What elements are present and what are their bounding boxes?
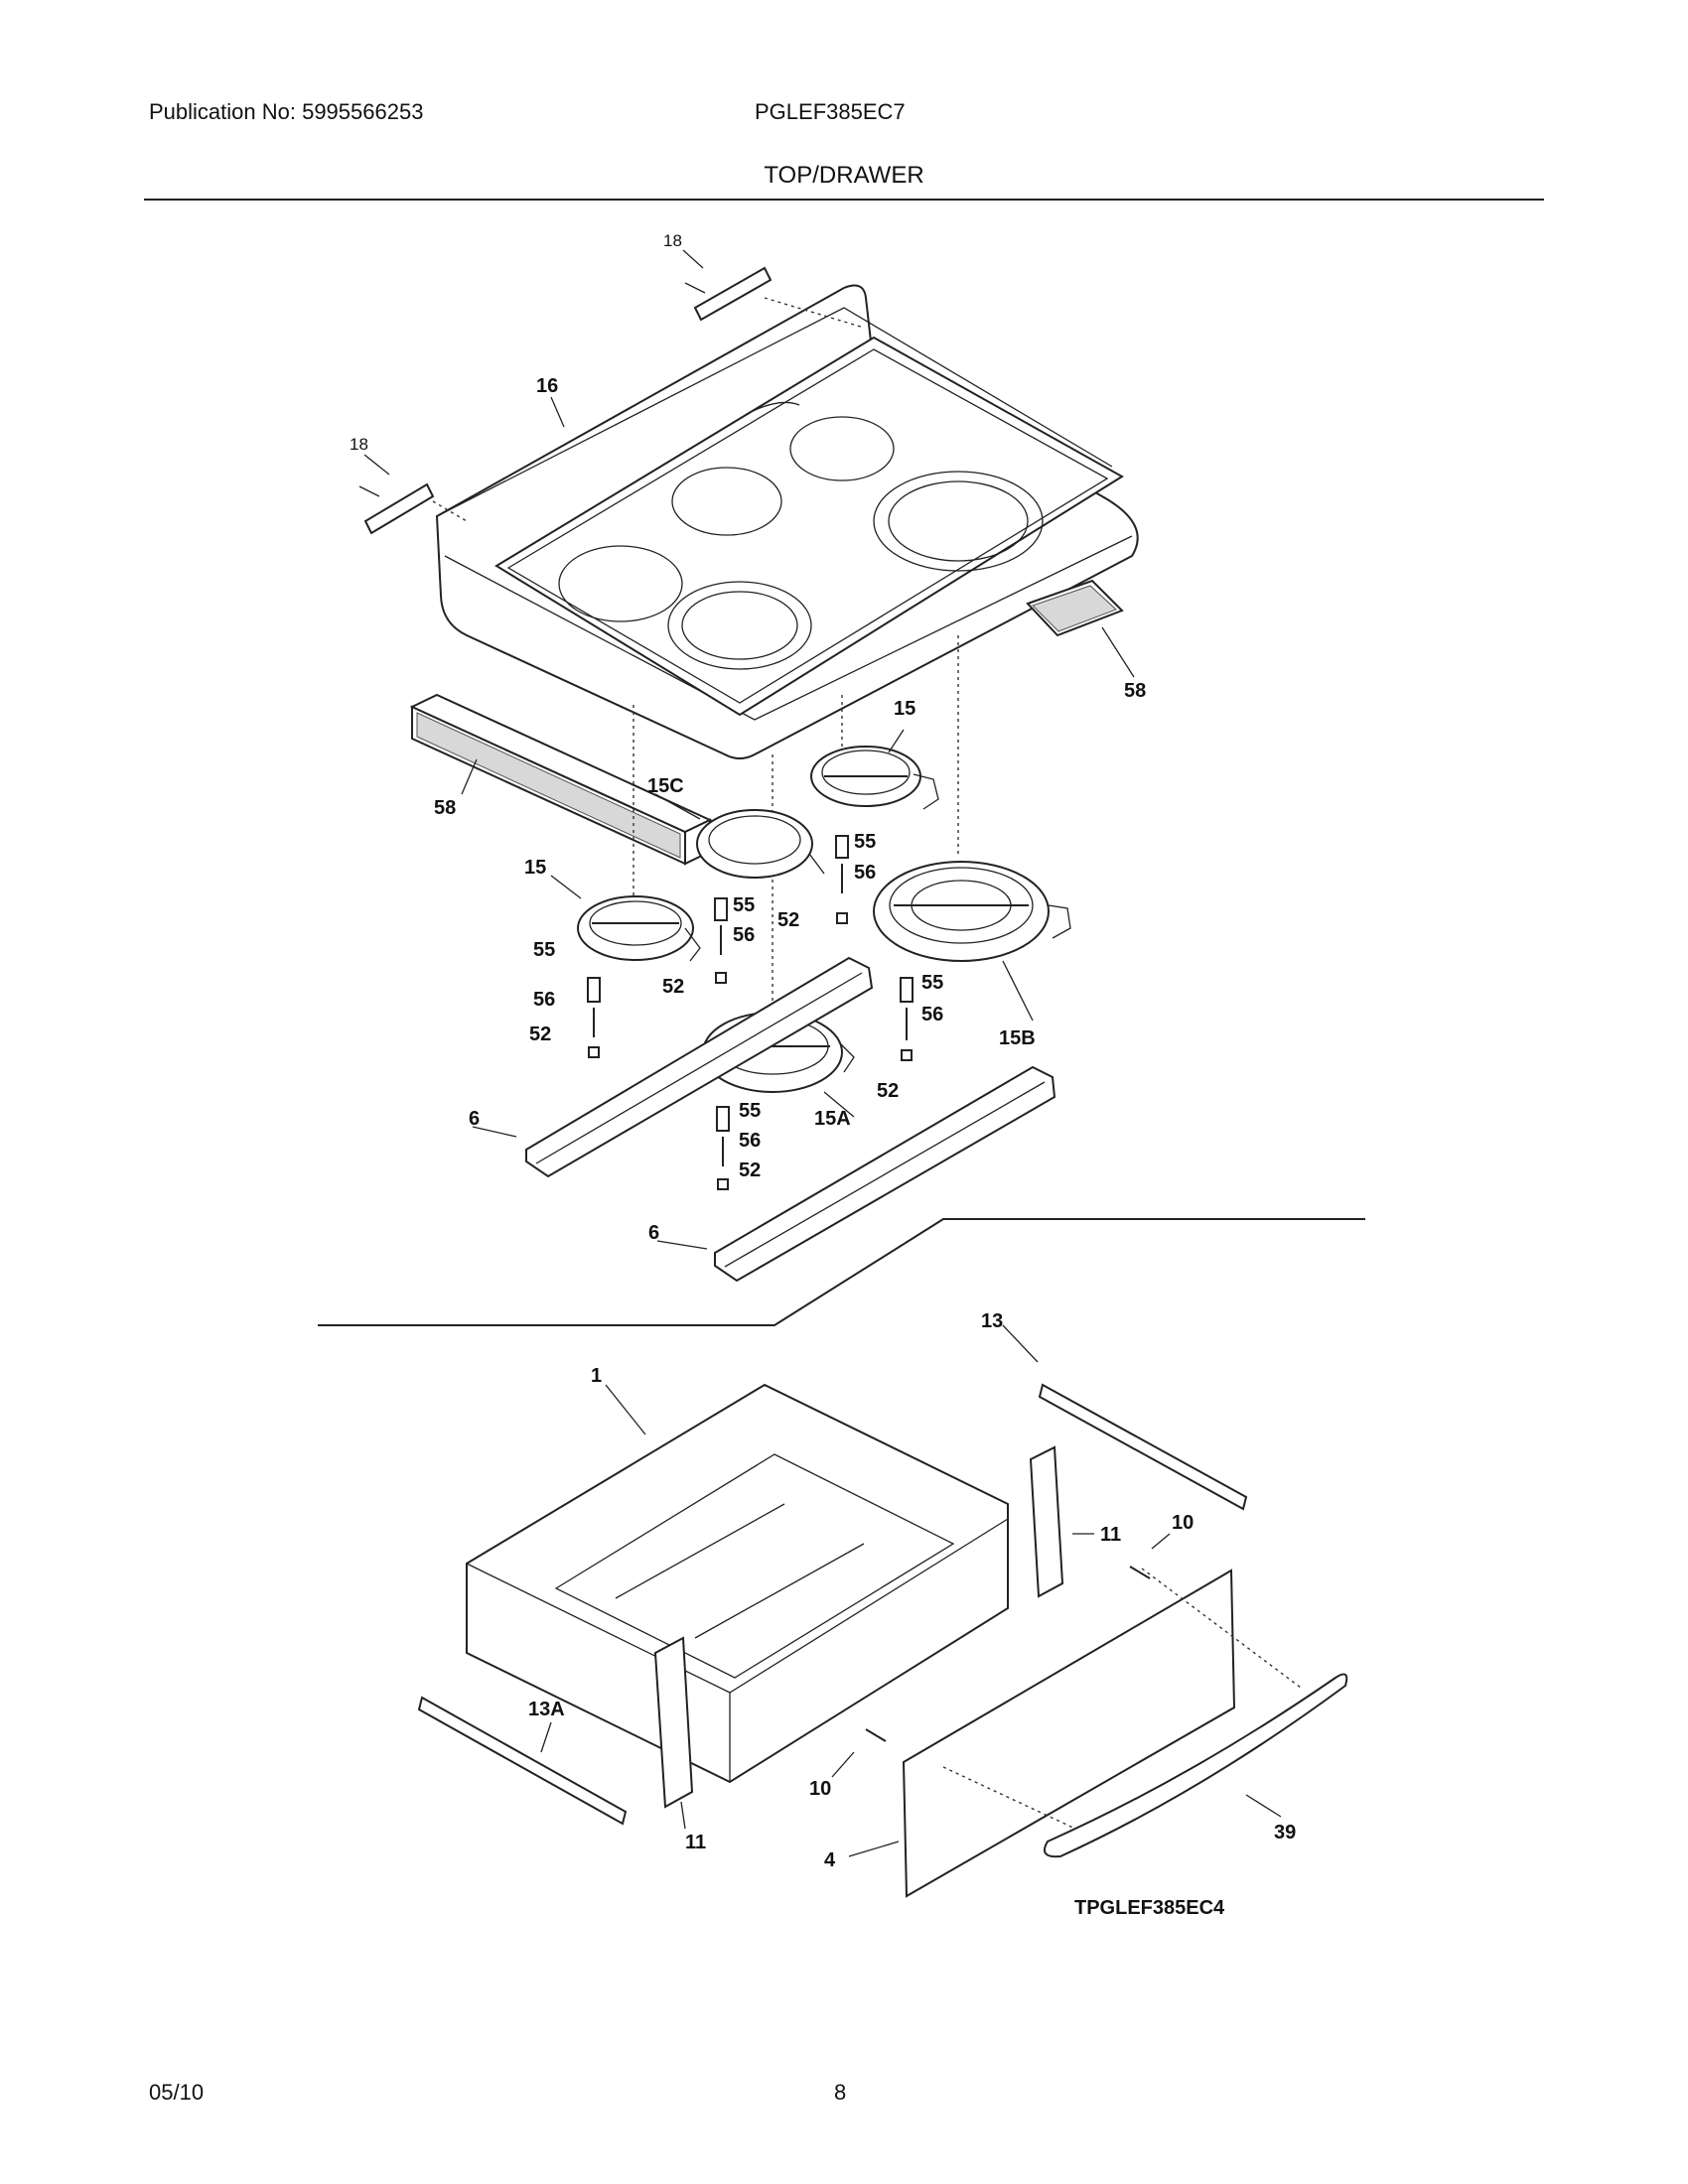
element-15c bbox=[696, 809, 825, 879]
section-separator bbox=[318, 1218, 1365, 1326]
callout-6: 6 bbox=[648, 1222, 659, 1244]
callout-55: 55 bbox=[921, 972, 943, 994]
drawer-body bbox=[466, 1383, 1009, 1784]
callout-11: 11 bbox=[685, 1832, 706, 1853]
section-title: TOP/DRAWER bbox=[764, 162, 924, 189]
drawer-slide-13a bbox=[417, 1696, 628, 1826]
callout-18: 18 bbox=[350, 435, 368, 454]
drawer-slide-13 bbox=[1038, 1383, 1248, 1511]
slide-bracket-11-left bbox=[653, 1636, 694, 1809]
callout-56: 56 bbox=[739, 1130, 761, 1152]
support-channel-6-lower bbox=[714, 1065, 1056, 1283]
callout-15: 15 bbox=[524, 857, 546, 879]
callout-52: 52 bbox=[529, 1024, 551, 1045]
callout-56: 56 bbox=[854, 862, 876, 884]
callout-15c: 15C bbox=[647, 775, 684, 797]
callout-11: 11 bbox=[1100, 1524, 1121, 1546]
callout-6: 6 bbox=[469, 1108, 480, 1130]
screw-10-right bbox=[1129, 1566, 1151, 1579]
callout-13a: 13A bbox=[528, 1699, 565, 1720]
callout-55: 55 bbox=[739, 1100, 761, 1122]
bracket-18-left bbox=[358, 482, 468, 535]
callout-15: 15 bbox=[894, 698, 915, 720]
callout-55: 55 bbox=[533, 939, 555, 961]
callout-58: 58 bbox=[434, 797, 456, 819]
bracket-18-rear bbox=[684, 266, 865, 329]
callout-13: 13 bbox=[981, 1310, 1003, 1332]
publication-number: Publication No: 5995566253 bbox=[149, 99, 424, 124]
callout-56: 56 bbox=[921, 1004, 943, 1025]
callout-58: 58 bbox=[1124, 680, 1146, 702]
element-15-rear-right bbox=[810, 746, 939, 810]
page-number: 8 bbox=[834, 2080, 847, 2105]
callout-15a: 15A bbox=[814, 1108, 851, 1130]
callout-56: 56 bbox=[533, 989, 555, 1011]
callout-4: 4 bbox=[824, 1849, 836, 1871]
callout-10: 10 bbox=[809, 1778, 831, 1800]
callout-52: 52 bbox=[739, 1160, 761, 1181]
callout-52: 52 bbox=[662, 976, 684, 998]
footer-date: 05/10 bbox=[149, 2080, 205, 2105]
callout-10: 10 bbox=[1172, 1512, 1194, 1534]
callout-16: 16 bbox=[536, 375, 558, 397]
callout-52: 52 bbox=[777, 909, 799, 931]
callout-15b: 15B bbox=[999, 1027, 1036, 1049]
diagram-code: TPGLEF385EC4 bbox=[1074, 1897, 1225, 1919]
leader-lines bbox=[363, 249, 1282, 1857]
callout-56: 56 bbox=[733, 924, 755, 946]
model-number: PGLEF385EC7 bbox=[755, 99, 906, 124]
callout-55: 55 bbox=[854, 831, 876, 853]
callout-1: 1 bbox=[591, 1365, 602, 1387]
support-channel-6-upper bbox=[525, 956, 874, 1178]
hardware-stacks bbox=[587, 835, 914, 1190]
callout-52: 52 bbox=[877, 1080, 899, 1102]
element-15b bbox=[873, 861, 1071, 962]
callout-39: 39 bbox=[1274, 1822, 1296, 1843]
slide-bracket-11-right bbox=[1029, 1445, 1064, 1598]
header-rule bbox=[144, 199, 1544, 201]
insulation-strip-58-right bbox=[1026, 579, 1124, 637]
cooktop-assembly bbox=[435, 284, 1139, 759]
callout-18: 18 bbox=[663, 231, 682, 250]
drawer-handle-39 bbox=[1044, 1673, 1348, 1858]
drawer-front-4 bbox=[902, 1568, 1302, 1898]
screw-10-left bbox=[865, 1728, 887, 1742]
callout-55: 55 bbox=[733, 894, 755, 916]
element-15-left bbox=[577, 895, 701, 962]
